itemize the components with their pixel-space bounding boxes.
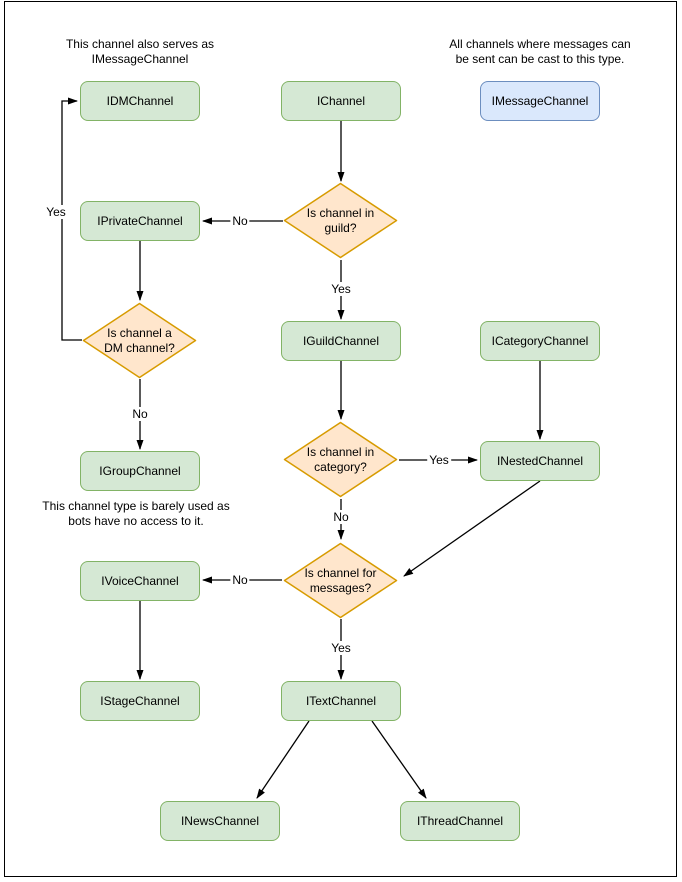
note-dm-serves-as-imessagechannel: This channel also serves as IMessageChan… xyxy=(65,37,215,66)
decision-label: Is channel for messages? xyxy=(304,565,377,595)
decision-is-channel-in-guild: Is channel in guild? xyxy=(283,182,398,259)
edge-itext-to-inews xyxy=(256,720,310,799)
note-imessagechannel-cast: All channels where messages can be sent … xyxy=(449,37,631,66)
node-iguildchannel: IGuildChannel xyxy=(281,321,401,361)
edge-label-category-yes: Yes xyxy=(427,453,451,467)
node-icategorychannel: ICategoryChannel xyxy=(480,321,600,361)
edge-label-messages-no: No xyxy=(230,573,250,587)
node-ithreadchannel: IThreadChannel xyxy=(400,801,520,841)
note-igroupchannel-barely-used: This channel type is barely used as bots… xyxy=(42,499,230,528)
edge-label-guild-yes: Yes xyxy=(329,282,353,296)
decision-label: Is channel a DM channel? xyxy=(104,325,175,355)
diamond-shape xyxy=(283,182,398,259)
edge-itext-to-ithread xyxy=(371,720,427,799)
decision-label: Is channel in guild? xyxy=(306,205,375,235)
diamond-shape xyxy=(283,421,398,498)
page-border xyxy=(4,1,677,877)
edge-label-category-no: No xyxy=(331,510,351,524)
node-inestedchannel: INestedChannel xyxy=(480,441,600,481)
node-igroupchannel: IGroupChannel xyxy=(80,451,200,491)
edge-label-guild-no: No xyxy=(230,214,250,228)
node-ivoicechannel: IVoiceChannel xyxy=(80,561,200,601)
edge-label-dm-no: No xyxy=(130,407,150,421)
decision-is-channel-a-dm-channel: Is channel a DM channel? xyxy=(82,302,197,379)
decision-label: Is channel in category? xyxy=(306,444,375,474)
node-idmchannel: IDMChannel xyxy=(80,81,200,121)
diamond-shape xyxy=(283,542,398,619)
decision-is-channel-for-messages: Is channel for messages? xyxy=(283,542,398,619)
node-inewschannel: INewsChannel xyxy=(160,801,280,841)
node-ichannel: IChannel xyxy=(281,81,401,121)
edge-inested-to-messages-decision xyxy=(403,480,541,577)
node-itextchannel: ITextChannel xyxy=(281,681,401,721)
diamond-shape xyxy=(82,302,197,379)
node-iprivatechannel: IPrivateChannel xyxy=(80,201,200,241)
edge-label-messages-yes: Yes xyxy=(329,641,353,655)
node-istagechannel: IStageChannel xyxy=(80,681,200,721)
decision-is-channel-in-category: Is channel in category? xyxy=(283,421,398,498)
edge-label-dm-yes: Yes xyxy=(44,205,68,219)
node-imessagechannel: IMessageChannel xyxy=(480,81,600,121)
edge-dm-yes-to-idm xyxy=(61,97,82,341)
